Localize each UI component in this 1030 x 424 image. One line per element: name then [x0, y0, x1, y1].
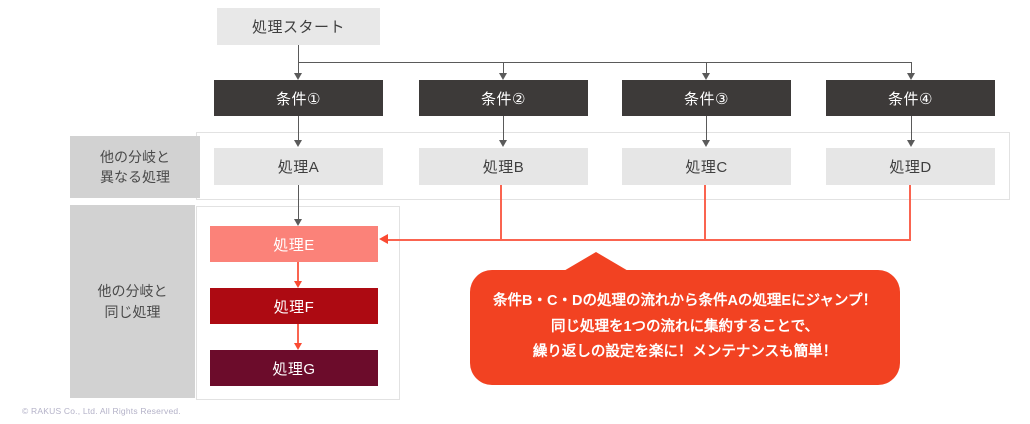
- node-process-start[interactable]: 処理スタート: [217, 8, 380, 45]
- arrowhead-to-condition-2: [499, 73, 507, 80]
- side-label-different: 他の分岐と 異なる処理: [70, 136, 200, 198]
- connector-cond3-to-procC: [706, 116, 707, 140]
- node-condition-4-label: 条件④: [888, 90, 933, 108]
- callout-text: 条件B・C・Dの処理の流れから条件Aの処理Eにジャンプ！ 同じ処理を1つの流れに…: [493, 293, 877, 361]
- node-process-f-label: 処理F: [273, 298, 315, 316]
- node-process-f[interactable]: 処理F: [210, 288, 378, 324]
- node-condition-3-label: 条件③: [684, 90, 729, 108]
- node-process-d-label: 処理D: [889, 159, 932, 176]
- arrowhead-to-procD: [907, 140, 915, 147]
- arrowhead-to-condition-3: [702, 73, 710, 80]
- jump-line-from-procD: [909, 185, 911, 241]
- arrowhead-to-condition-1: [294, 73, 302, 80]
- node-condition-3[interactable]: 条件③: [622, 80, 791, 116]
- node-process-b-label: 処理B: [482, 159, 525, 176]
- connector-start-stem: [298, 45, 299, 63]
- connector-procA-to-procE: [298, 185, 299, 219]
- node-process-b[interactable]: 処理B: [419, 148, 588, 185]
- arrowhead-to-condition-4: [907, 73, 915, 80]
- connector-drop-col1: [298, 62, 299, 74]
- node-condition-2[interactable]: 条件②: [419, 80, 588, 116]
- jump-line-from-procB: [500, 185, 502, 241]
- node-process-d[interactable]: 処理D: [826, 148, 995, 185]
- arrowhead-to-procC: [702, 140, 710, 147]
- jump-line-merge-bus: [388, 239, 911, 241]
- footer-copyright: © RAKUS Co., Ltd. All Rights Reserved.: [22, 406, 181, 416]
- node-condition-2-label: 条件②: [481, 90, 526, 108]
- arrowhead-to-procG: [293, 343, 302, 350]
- arrowhead-jump-into-procE: [379, 234, 388, 244]
- node-process-start-label: 処理スタート: [251, 19, 345, 36]
- node-condition-4[interactable]: 条件④: [826, 80, 995, 116]
- node-condition-1-label: 条件①: [276, 90, 321, 108]
- arrowhead-to-procA: [294, 140, 302, 147]
- connector-cond2-to-procB: [503, 116, 504, 140]
- connector-drop-col4: [911, 62, 912, 74]
- node-process-c[interactable]: 処理C: [622, 148, 791, 185]
- node-process-e-label: 処理E: [273, 236, 315, 254]
- jump-line-from-procC: [704, 185, 706, 241]
- node-process-a-label: 処理A: [277, 159, 320, 176]
- connector-drop-col3: [706, 62, 707, 74]
- arrowhead-to-procE: [294, 219, 302, 226]
- node-process-a[interactable]: 処理A: [214, 148, 383, 185]
- arrowhead-to-procB: [499, 140, 507, 147]
- side-label-same: 他の分岐と 同じ処理: [70, 205, 195, 398]
- connector-cond1-to-procA: [298, 116, 299, 140]
- node-process-e[interactable]: 処理E: [210, 226, 378, 262]
- connector-distribution-bus: [298, 62, 912, 63]
- connector-drop-col2: [503, 62, 504, 74]
- connector-cond4-to-procD: [911, 116, 912, 140]
- node-process-g-label: 処理G: [272, 360, 316, 378]
- node-process-c-label: 処理C: [685, 159, 728, 176]
- callout-bubble: 条件B・C・Dの処理の流れから条件Aの処理Eにジャンプ！ 同じ処理を1つの流れに…: [470, 270, 900, 385]
- side-label-different-text: 他の分岐と 異なる処理: [100, 148, 170, 185]
- connector-procE-to-procF: [297, 262, 299, 282]
- node-process-g[interactable]: 処理G: [210, 350, 378, 386]
- connector-procF-to-procG: [297, 324, 299, 344]
- node-condition-1[interactable]: 条件①: [214, 80, 383, 116]
- side-label-same-text: 他の分岐と 同じ処理: [97, 283, 168, 320]
- callout-pointer-icon: [562, 252, 630, 272]
- arrowhead-to-procF: [293, 281, 302, 288]
